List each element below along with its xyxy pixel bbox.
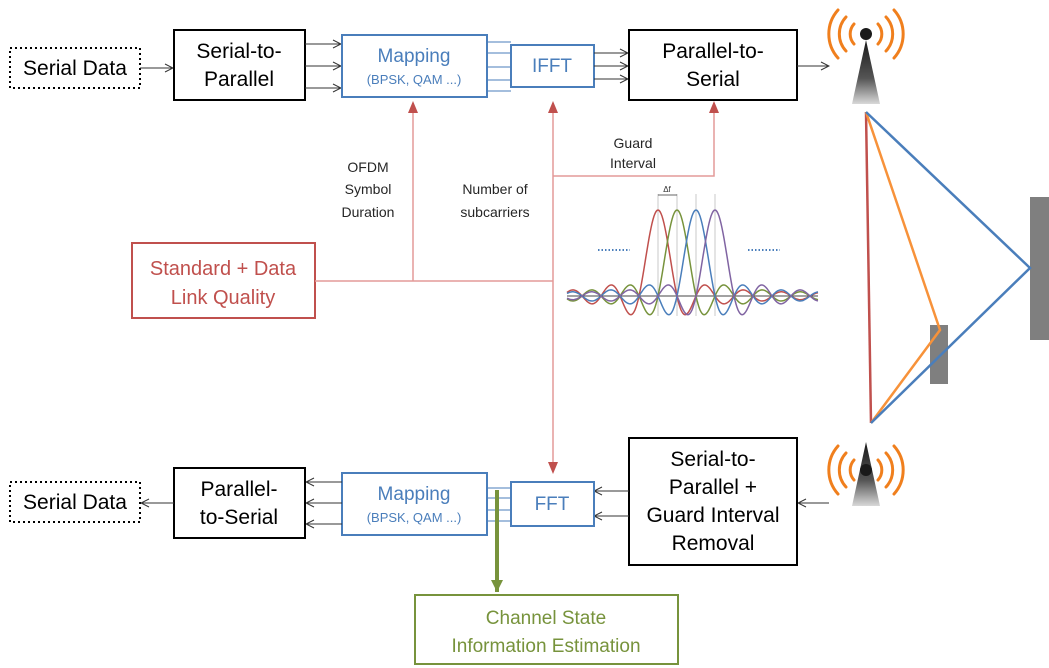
svg-text:Guard: Guard xyxy=(614,135,653,151)
tx-mapping-sub: (BPSK, QAM ...) xyxy=(367,72,462,87)
arrows-s2p-to-fft xyxy=(594,491,629,516)
rx-s2p-line3: Guard Interval xyxy=(646,504,779,527)
tx-mapping-label: Mapping xyxy=(378,46,451,67)
subcarrier-2-curve xyxy=(566,209,819,316)
wall-reflector xyxy=(1030,197,1049,340)
rx-p2s-line2: to-Serial xyxy=(200,506,278,529)
arrows-s2p-to-mapping xyxy=(305,44,341,88)
tx-parallel-to-serial-box: Parallel-to- Serial xyxy=(628,29,798,101)
lines-mapping-to-ifft xyxy=(487,41,511,92)
delta-f-label: Δf xyxy=(663,185,671,194)
tx-antenna-icon xyxy=(827,8,905,104)
rx-parallel-to-serial-box: Parallel- to-Serial xyxy=(173,467,306,539)
rx-serial-data-label: Serial Data xyxy=(23,491,127,514)
svg-text:Duration: Duration xyxy=(342,204,395,220)
rx-s2p-line4: Removal xyxy=(672,532,755,555)
control-arrowheads xyxy=(408,101,719,474)
tx-s2p-line2: Parallel xyxy=(204,68,274,91)
tx-serial-to-parallel-box: Serial-to- Parallel xyxy=(173,29,306,101)
tx-p2s-line1: Parallel-to- xyxy=(662,40,764,63)
arrows-mapping-to-p2s xyxy=(306,482,342,524)
tx-serial-data-label: Serial Data xyxy=(23,57,127,80)
svg-text:Symbol: Symbol xyxy=(345,181,392,197)
rx-fft-label: FFT xyxy=(535,494,570,515)
channel-state-line2: Information Estimation xyxy=(451,636,640,657)
channel-state-line1: Channel State xyxy=(486,608,606,629)
rx-serial-to-parallel-box: Serial-to- Parallel + Guard Interval Rem… xyxy=(628,437,798,566)
multipath-channel xyxy=(864,111,1049,424)
tx-mapping-box: Mapping (BPSK, QAM ...) xyxy=(341,34,488,98)
standard-link-quality-box: Standard + Data Link Quality xyxy=(131,242,316,319)
control-lines xyxy=(315,103,715,463)
rx-mapping-sub: (BPSK, QAM ...) xyxy=(367,510,462,525)
ofdm-duration-annotation: OFDM Symbol Duration xyxy=(342,159,395,220)
tx-ifft-box: IFFT xyxy=(510,44,595,88)
rx-p2s-line1: Parallel- xyxy=(200,478,277,501)
tx-serial-data-box: Serial Data xyxy=(9,47,141,89)
rx-s2p-line2: Parallel + xyxy=(669,476,757,499)
rx-antenna-icon xyxy=(827,442,905,506)
tx-s2p-line1: Serial-to- xyxy=(196,40,281,63)
rx-s2p-line1: Serial-to- xyxy=(670,448,755,471)
svg-text:OFDM: OFDM xyxy=(347,159,388,175)
subcarrier-3-curve xyxy=(566,209,819,316)
rx-mapping-box: Mapping (BPSK, QAM ...) xyxy=(341,472,488,536)
standard-line2: Link Quality xyxy=(171,287,276,309)
svg-text:Number of: Number of xyxy=(462,181,527,197)
subcarrier-spectrum-plot: Δf xyxy=(566,185,819,316)
svg-text:Interval: Interval xyxy=(610,155,656,171)
tx-ifft-label: IFFT xyxy=(532,56,572,77)
standard-line1: Standard + Data xyxy=(150,258,297,280)
num-subcarriers-annotation: Number of subcarriers xyxy=(460,181,529,220)
rx-fft-box: FFT xyxy=(510,481,595,527)
subcarrier-1-curve xyxy=(566,209,819,316)
tx-p2s-line2: Serial xyxy=(686,68,740,91)
subcarrier-4-curve xyxy=(566,209,819,316)
arrows-ifft-to-p2s xyxy=(594,53,628,79)
rx-mapping-label: Mapping xyxy=(378,484,451,505)
channel-state-box: Channel State Information Estimation xyxy=(414,594,679,665)
guard-interval-annotation: Guard Interval xyxy=(610,135,656,171)
obstacle-reflector xyxy=(930,325,948,384)
rx-serial-data-box: Serial Data xyxy=(9,481,141,523)
svg-text:subcarriers: subcarriers xyxy=(460,204,529,220)
